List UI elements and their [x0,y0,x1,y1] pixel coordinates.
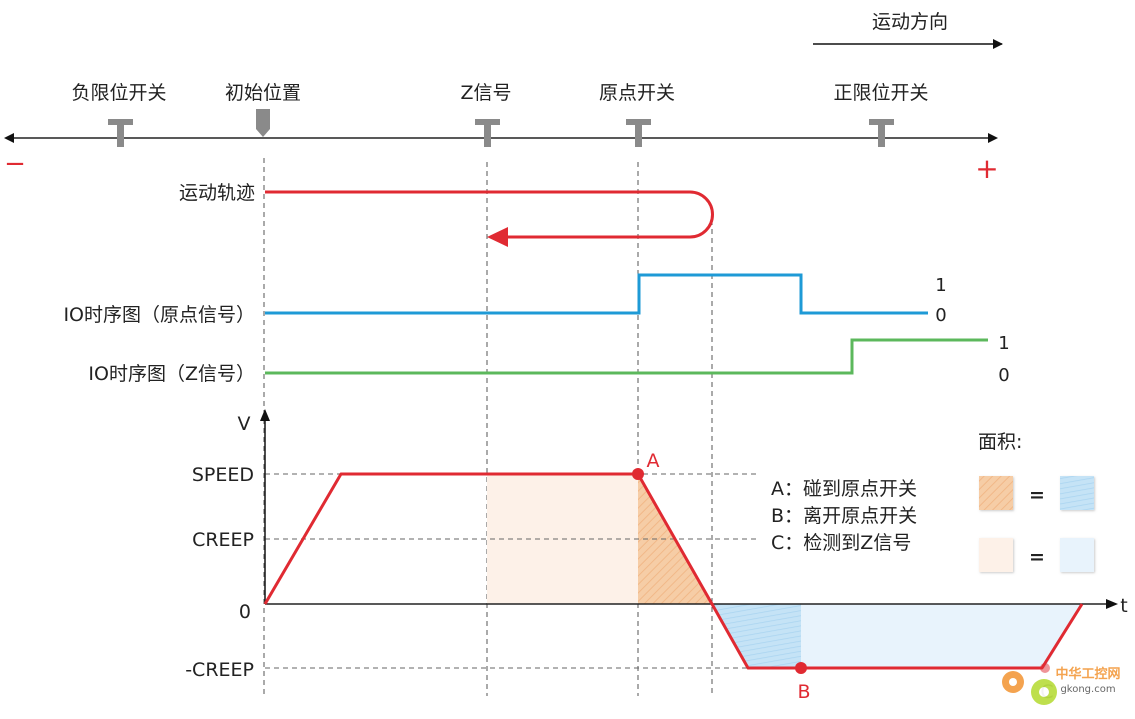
point-b [795,662,807,674]
axis-right-arrow-icon [988,133,998,143]
legend-key: A [771,478,784,500]
area-title: 面积: [978,431,1022,453]
axis-left-arrow-icon [4,133,14,143]
trajectory-arrow-icon [487,227,508,247]
tick-neg-creep: -CREEP [185,659,254,681]
legend-item-b: B：离开原点开关 [771,505,917,527]
legend-key: B [771,505,784,527]
tick-zero: 0 [239,601,251,623]
trajectory-label: 运动轨迹 [179,182,255,204]
tick-speed: SPEED [192,464,254,486]
io-home-label: IO时序图（原点信号） [63,304,255,326]
trajectory-path [265,190,714,239]
t-axis-arrow-icon [1106,599,1118,609]
point-a-label: A [647,450,660,472]
io-z-low-label: 0 [998,365,1009,386]
initial-position-label: 初始位置 [225,82,301,104]
equals-1: = [1029,484,1045,506]
z-signal-label: Z信号 [460,82,511,104]
neg-limit-label: 负限位开关 [71,82,166,104]
legend-text: 离开原点开关 [803,505,917,527]
point-b-label: B [797,681,810,703]
legend-text: 碰到原点开关 [803,478,917,500]
v-axis-arrow-icon [260,409,270,421]
swatch-blue-light [1060,538,1094,572]
equals-2: = [1029,546,1045,568]
pos-limit-label: 正限位开关 [833,82,928,104]
watermark-brand: 中华工控网 [1055,666,1120,682]
t-axis-label: t [1120,595,1127,617]
pos-limit-switch-icon [869,119,894,147]
io-z-signal [265,338,988,375]
legend-sep: ： [784,505,803,527]
direction-label: 运动方向 [872,11,948,33]
area-blue-light [801,604,1082,668]
swatch-blue-hatch [1060,476,1094,510]
tick-creep: CREEP [192,529,254,551]
initial-position-marker-icon [256,109,270,137]
home-switch-label: 原点开关 [599,82,675,104]
swatch-orange-hatch [979,476,1013,510]
legend-sep: ： [784,532,803,554]
io-home-signal [265,273,928,315]
point-a [632,468,644,480]
io-z-high-label: 1 [998,333,1009,354]
io-home-high-label: 1 [935,275,946,296]
legend-item-a: A：碰到原点开关 [771,478,917,500]
swatch-orange-light [979,538,1013,572]
legend-key: C [771,532,784,554]
watermark-site: gkong.com [1060,684,1115,695]
neg-limit-switch-icon [108,119,133,147]
legend-text: 检测到Z信号 [803,532,911,554]
v-axis-label: V [238,413,251,435]
watermark: 中华工控网 gkong.com [1002,666,1121,705]
legend-sep: ： [784,478,803,500]
area-blue-hatch [712,604,801,668]
io-home-low-label: 0 [935,305,946,326]
legend-item-c: C：检测到Z信号 [771,532,911,554]
plus-sign: + [975,152,998,185]
minus-sign: − [4,149,26,179]
io-z-label: IO时序图（Z信号） [88,363,255,385]
home-switch-icon [626,119,651,147]
point-c [1040,663,1050,673]
legend-list: A：碰到原点开关 B：离开原点开关 C：检测到Z信号 [771,478,917,554]
z-signal-switch-icon [475,119,500,147]
